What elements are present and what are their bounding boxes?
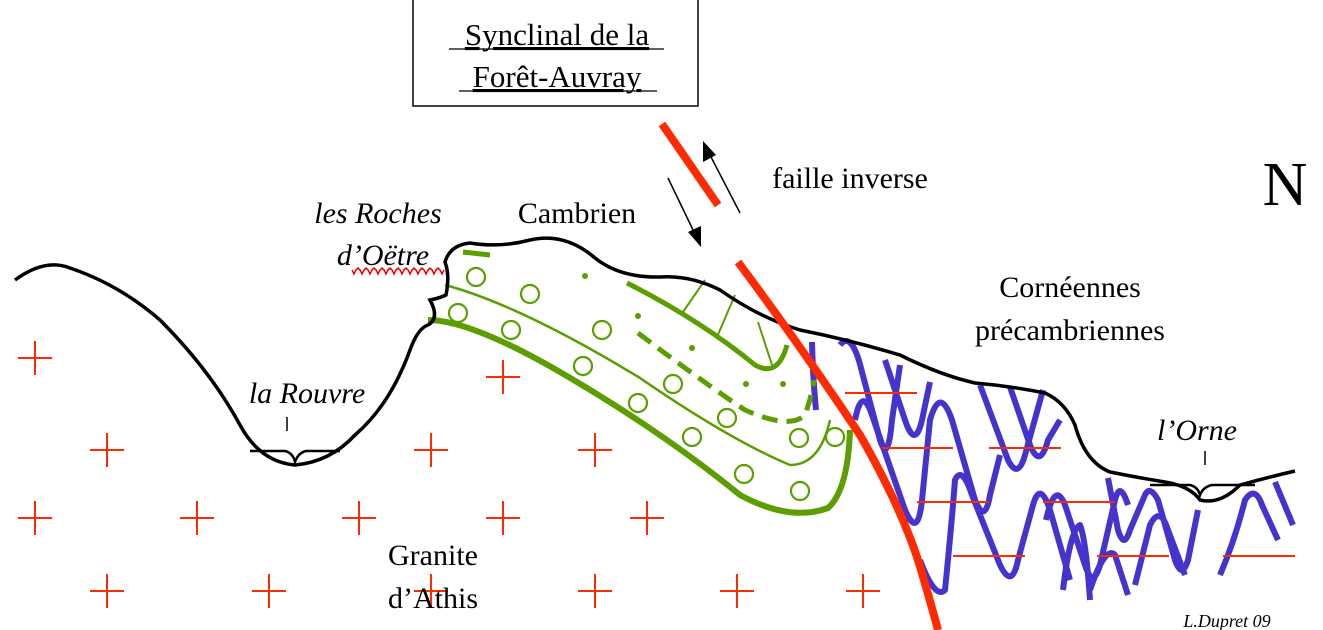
conglomerate-pebble bbox=[572, 355, 594, 377]
topographic-surface bbox=[13, 236, 1296, 503]
orne-river-bed bbox=[1150, 483, 1255, 500]
cambrian-syncline bbox=[427, 249, 853, 516]
rouvre-river-bed bbox=[250, 449, 340, 467]
fault-movement-arrows bbox=[667, 141, 741, 247]
site-label-line-2: d’Oëtre bbox=[337, 239, 429, 272]
conglomerate-pebble bbox=[681, 426, 703, 448]
conglomerate-pebble bbox=[733, 463, 755, 485]
granite-label-line-2: d’Athis bbox=[388, 582, 478, 615]
granite-crosses bbox=[18, 341, 880, 608]
conglomerate-pebble bbox=[465, 266, 487, 288]
conglomerate-pebble bbox=[500, 319, 522, 341]
hornfels-cleavage-marks bbox=[845, 392, 1295, 557]
arrow-down-icon bbox=[667, 177, 695, 233]
fault-label: faille inverse bbox=[772, 162, 928, 195]
syncline-inner-bed bbox=[625, 280, 790, 372]
title-box: Synclinal de la Forêt-Auvray bbox=[412, 0, 699, 107]
conglomerate-pebble bbox=[788, 427, 810, 449]
conglomerate-pebble bbox=[789, 480, 811, 502]
conglomerate-pebble bbox=[519, 283, 541, 305]
conglomerate-pebble bbox=[824, 426, 846, 448]
granite-label-line-1: Granite bbox=[388, 539, 478, 572]
hornfels-folds bbox=[809, 338, 1296, 601]
syncline-dashed-bed bbox=[636, 331, 817, 424]
syncline-dots bbox=[582, 273, 786, 387]
reverse-fault bbox=[658, 121, 942, 630]
conglomerate-circles bbox=[447, 266, 846, 502]
arrow-up-icon bbox=[709, 154, 741, 214]
spellcheck-wavy-underline bbox=[351, 266, 445, 276]
orne-label: l’Orne bbox=[1157, 414, 1237, 447]
author-signature: L.Dupret 09 bbox=[1182, 611, 1270, 630]
conglomerate-pebble bbox=[591, 319, 613, 341]
rouvre-label: la Rouvre bbox=[249, 377, 365, 410]
syncline-outer-bed bbox=[427, 317, 853, 516]
conglomerate-pebble bbox=[627, 392, 649, 414]
conglomerate-pebble bbox=[662, 373, 684, 395]
cambrian-label: Cambrien bbox=[518, 197, 636, 230]
syncline-hatching bbox=[682, 279, 773, 366]
title-line-2: Forêt-Auvray bbox=[473, 59, 642, 94]
title-line-1: Synclinal de la bbox=[465, 17, 649, 52]
conglomerate-pebble bbox=[447, 302, 469, 324]
site-label-line-1: les Roches bbox=[314, 197, 441, 230]
conglomerate-pebble bbox=[716, 407, 738, 429]
syncline-middle-bed bbox=[444, 283, 832, 467]
hornfels-label-line-1: Cornéennes bbox=[999, 271, 1141, 304]
title-frame bbox=[412, 0, 699, 107]
hornfels-label-line-2: précambriennes bbox=[975, 314, 1165, 347]
north-label: N bbox=[1263, 151, 1308, 219]
